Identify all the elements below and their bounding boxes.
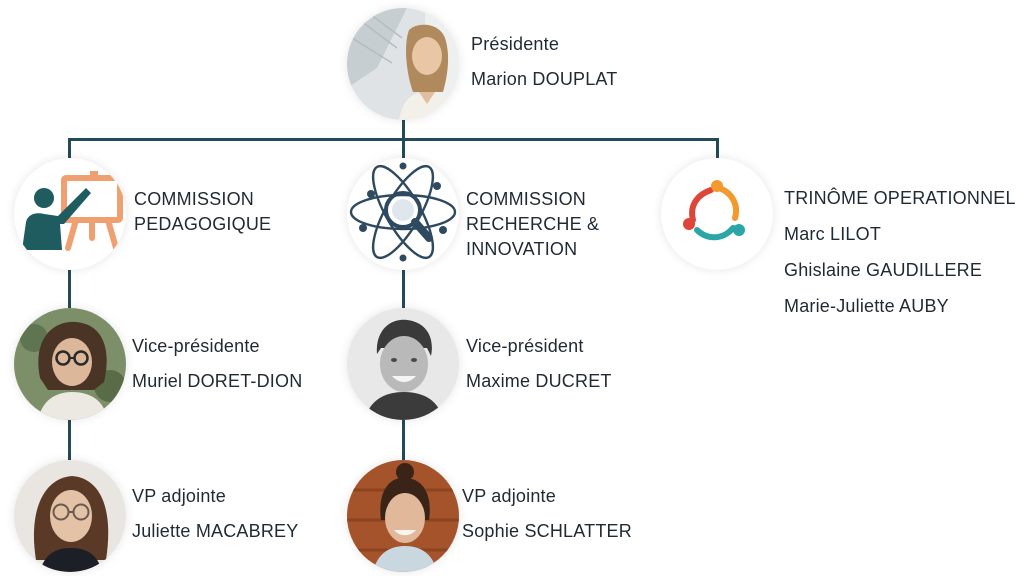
commission-recherche-label: COMMISSION RECHERCHE & INNOVATION — [466, 189, 600, 259]
pedagogique-vp-name: Muriel DORET-DION — [132, 371, 303, 391]
trinome-title: TRINÔME OPERATIONNEL — [784, 188, 1016, 208]
connector-horizontal-bar — [68, 138, 719, 141]
pedagogique-adjointe-avatar — [14, 460, 126, 572]
trinome-label: TRINÔME OPERATIONNEL Marc LILOT Ghislain… — [784, 180, 1016, 324]
connector-recherche-vp — [402, 270, 405, 308]
recherche-adjointe-name: Sophie SCHLATTER — [462, 521, 632, 541]
atom-magnifier-icon — [349, 162, 457, 262]
trinome-member: Ghislaine GAUDILLERE — [784, 260, 983, 280]
pedagogique-adjointe-name: Juliette MACABREY — [132, 521, 299, 541]
connector-to-recherche — [402, 138, 405, 158]
commission-pedagogique-circle — [14, 158, 126, 270]
recherche-vp-name: Maxime DUCRET — [466, 371, 612, 391]
commission-pedagogique-label: COMMISSION PEDAGOGIQUE — [134, 189, 272, 234]
commission-recherche-circle — [347, 158, 459, 270]
connector-to-pedagogique — [68, 138, 71, 158]
president-avatar — [347, 8, 459, 120]
pedagogique-vp-role: Vice-présidente — [132, 336, 260, 356]
recherche-vp-avatar — [347, 308, 459, 420]
recherche-adjointe-avatar — [347, 460, 459, 572]
pedagogique-vp-avatar — [14, 308, 126, 420]
triangle-loop-icon — [683, 180, 745, 241]
recherche-adjointe-role: VP adjointe — [462, 486, 556, 506]
trinome-member: Marie-Juliette AUBY — [784, 296, 949, 316]
connector-pedagogique-vp — [68, 268, 71, 308]
president-name: Marion DOUPLAT — [471, 69, 618, 89]
recherche-vp-role: Vice-président — [466, 336, 584, 356]
pedagogique-adjointe-role: VP adjointe — [132, 486, 226, 506]
connector-to-trinome — [716, 138, 719, 158]
trinome-circle — [661, 158, 773, 270]
trinome-member: Marc LILOT — [784, 224, 882, 244]
president-role: Présidente — [471, 34, 560, 54]
teacher-board-icon — [22, 171, 123, 251]
connector-recherche-adjointe — [402, 418, 405, 460]
connector-president-down — [402, 118, 405, 140]
connector-pedagogique-adjointe — [68, 418, 71, 460]
